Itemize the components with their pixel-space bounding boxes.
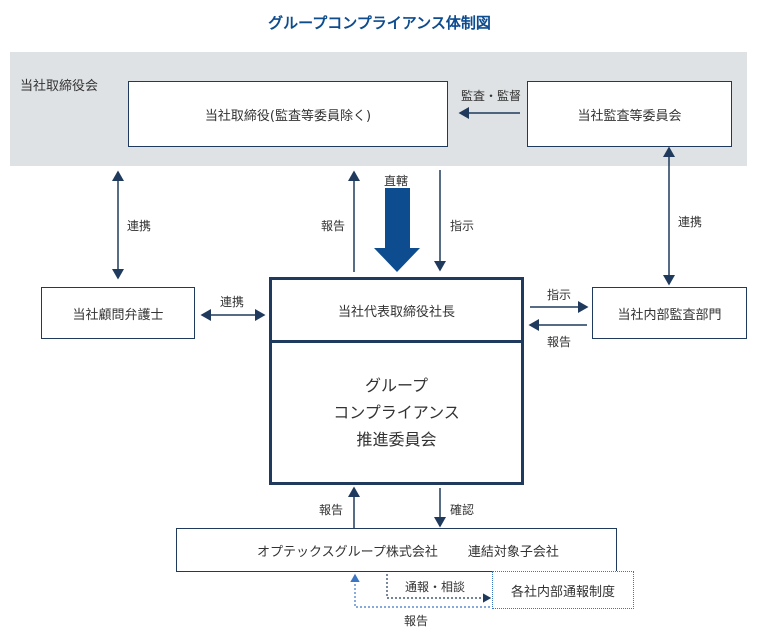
- group-box: オプテックスグループ株式会社 連結対象子会社: [176, 528, 617, 572]
- whistle-report-arrow: [350, 573, 490, 608]
- lawyer-label: 当社顧問弁護士: [72, 307, 164, 323]
- internal-audit-label: 当社内部監査部門: [617, 307, 722, 323]
- board-band-label: 当社取締役会: [20, 79, 99, 94]
- direct-label: 直轄: [384, 174, 409, 188]
- diagram-title: グループコンプライアンス体制図: [268, 14, 491, 32]
- compliance-committee-box: グループ コンプライアンス 推進委員会: [269, 340, 524, 485]
- whistle-consult-arrow: [386, 570, 492, 603]
- internal-audit-box: 当社内部監査部門: [592, 287, 747, 339]
- audit-committee-label: 当社監査等委員会: [577, 108, 682, 124]
- report-group-label: 報告: [319, 503, 344, 517]
- president-box: 当社代表取締役社長: [269, 277, 524, 343]
- whistle-box: 各社内部通報制度: [492, 571, 634, 609]
- audit-committee-box: 当社監査等委員会: [527, 81, 732, 147]
- compliance-committee-line-1: グループ: [364, 376, 429, 395]
- cooperate-lawyer-board-label: 連携: [127, 219, 152, 233]
- whistle-report-label: 報告: [404, 614, 429, 628]
- group-label: オプテックスグループ株式会社: [257, 544, 438, 560]
- instruct-internal-label: 指示: [547, 288, 572, 302]
- cooperate-lawyer-president-label: 連携: [220, 295, 245, 309]
- subsidiaries-label: 連結対象子会社: [467, 544, 559, 560]
- whistle-label: 各社内部通報制度: [510, 584, 615, 600]
- directors-box: 当社取締役(監査等委員除く): [128, 81, 448, 147]
- compliance-committee-line-2: コンプライアンス: [333, 403, 460, 422]
- instruct-from-board-label: 指示: [450, 219, 475, 233]
- report-internal-label: 報告: [547, 335, 572, 349]
- whistle-consult-label: 通報・相談: [405, 580, 466, 594]
- audit-supervise-label: 監査・監督: [461, 89, 522, 103]
- president-label: 当社代表取締役社長: [337, 304, 455, 320]
- compliance-committee-line-3: 推進委員会: [356, 430, 437, 449]
- report-to-board-label: 報告: [321, 219, 346, 233]
- cooperate-audit-internal-label: 連携: [678, 215, 703, 229]
- directors-label: 当社取締役(監査等委員除く): [204, 108, 372, 124]
- confirm-group-label: 確認: [450, 503, 475, 517]
- lawyer-box: 当社顧問弁護士: [41, 287, 195, 339]
- direct-control-arrow: [374, 188, 420, 272]
